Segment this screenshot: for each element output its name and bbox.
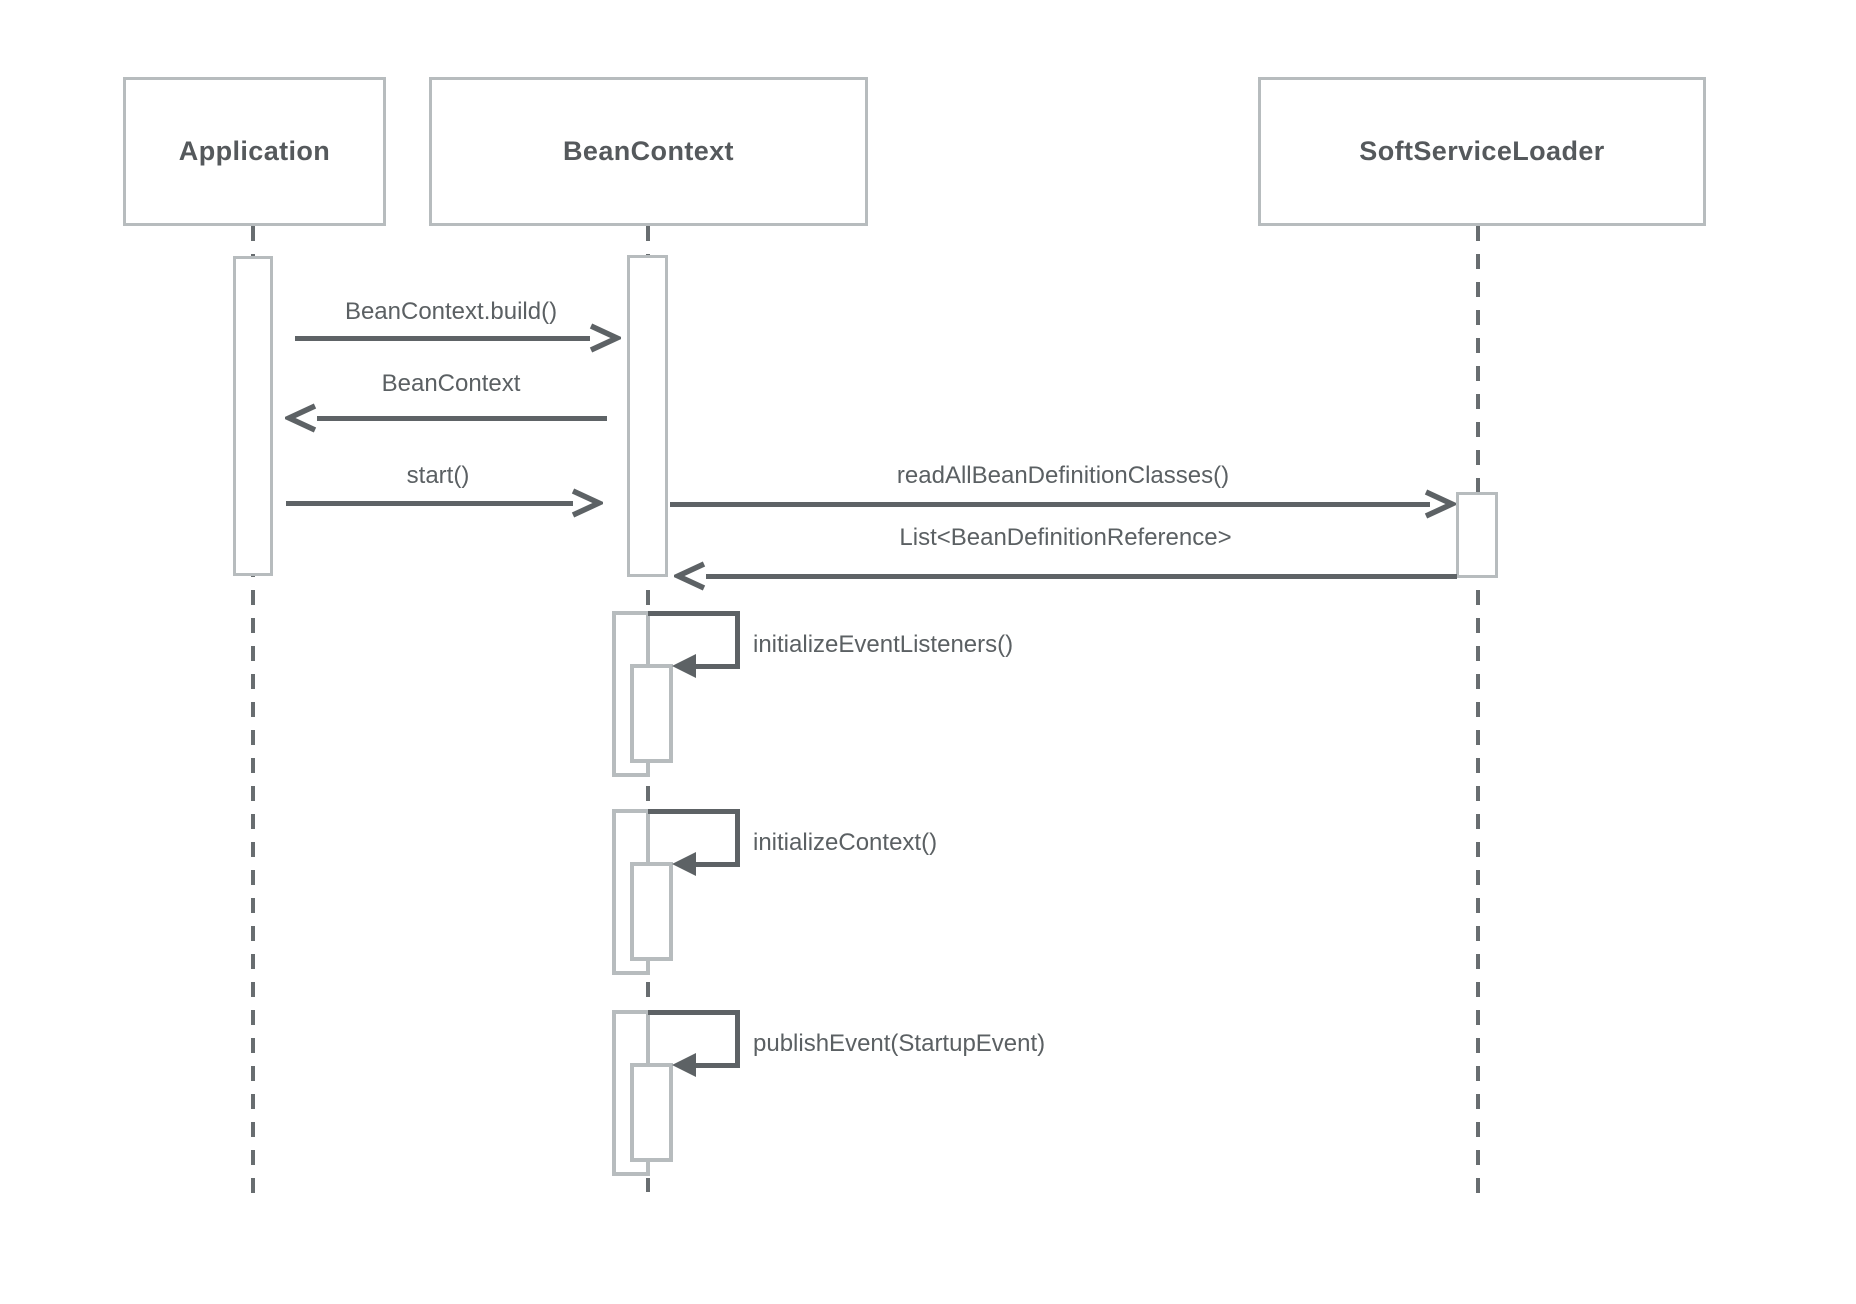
message-read-all-bean-definition-classes: readAllBeanDefinitionClasses() [670, 458, 1456, 519]
arrowhead-left-icon [672, 852, 696, 876]
arrowhead-left-icon [672, 1053, 696, 1077]
message-line [286, 501, 573, 506]
message-line [706, 574, 1457, 579]
message-line [317, 416, 607, 421]
selfcall-nested-activation [630, 664, 673, 763]
arrowhead-left-icon [285, 403, 319, 433]
message-label: readAllBeanDefinitionClasses() [896, 462, 1230, 489]
message-line [295, 336, 590, 341]
arrowhead-left-icon [674, 561, 708, 591]
arrowhead-right-icon [587, 323, 621, 353]
selfcall-loop-line [692, 664, 740, 669]
message-return-beancontext: BeanContext [275, 368, 627, 433]
selfcall-loop-line [648, 809, 740, 814]
selfcall-loop-line [648, 1010, 740, 1015]
selfcall-loop-line [735, 1010, 740, 1068]
selfcall-initialize-context: initializeContext() [612, 809, 1232, 977]
message-return-list-bean-definition-reference: List<BeanDefinitionReference> [674, 522, 1457, 591]
arrowhead-right-icon [1422, 489, 1456, 519]
selfcall-loop-line [648, 611, 740, 616]
lifeline-softserviceloader [1476, 226, 1480, 1200]
selfcall-loop-line [692, 1063, 740, 1068]
selfcall-loop-line [735, 809, 740, 867]
arrowhead-left-icon [672, 654, 696, 678]
message-line [670, 502, 1430, 507]
selfcall-nested-activation [630, 1063, 673, 1162]
message-label: start() [406, 462, 470, 489]
selfcall-loop-line [735, 611, 740, 669]
selfcall-publish-event-startup-event: publishEvent(StartupEvent) [612, 1010, 1232, 1178]
participant-label: BeanContext [563, 136, 734, 166]
participant-box-application: Application [123, 77, 386, 226]
message-label: BeanContext.build() [344, 298, 558, 325]
message-label: publishEvent(StartupEvent) [753, 1030, 1046, 1057]
participant-box-beancontext: BeanContext [429, 77, 868, 226]
activation-bar-beancontext [627, 255, 668, 577]
lifeline-application [251, 226, 255, 1195]
message-label: List<BeanDefinitionReference> [899, 524, 1232, 551]
participant-label: SoftServiceLoader [1359, 136, 1605, 166]
arrowhead-right-icon [569, 488, 603, 518]
participant-box-softserviceloader: SoftServiceLoader [1258, 77, 1706, 226]
selfcall-loop-line [692, 862, 740, 867]
selfcall-nested-activation [630, 862, 673, 961]
participant-label: Application [178, 136, 331, 166]
message-label: initializeContext() [753, 829, 938, 856]
activation-bar-application [233, 256, 273, 576]
message-label: initializeEventListeners() [753, 631, 1014, 658]
message-beancontext-build: BeanContext.build() [275, 296, 627, 356]
message-start: start() [273, 460, 603, 520]
selfcall-initialize-event-listeners: initializeEventListeners() [612, 611, 1232, 779]
activation-bar-softserviceloader [1456, 492, 1498, 578]
message-label: BeanContext [381, 370, 521, 397]
